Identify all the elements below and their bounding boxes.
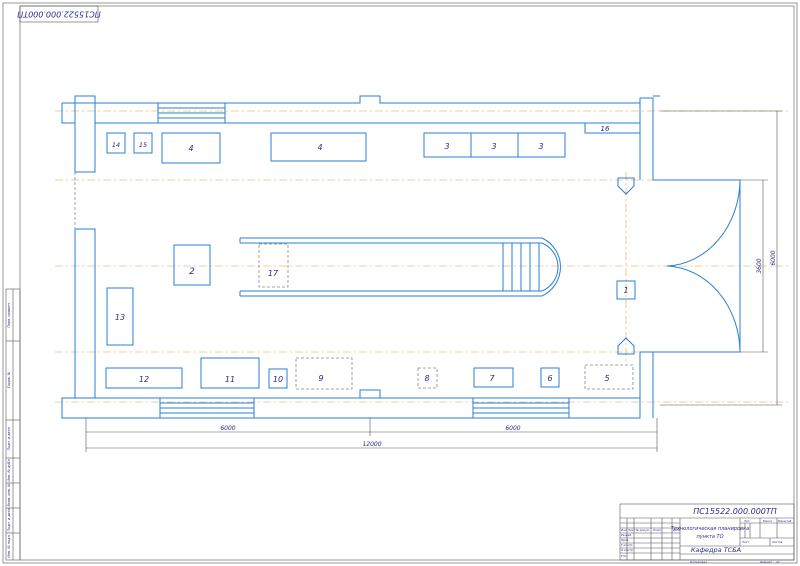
- side-stamp-s4: Инв. № дубл.: [7, 458, 11, 481]
- tb-r-tkontr: Т.контр.: [621, 543, 633, 547]
- equipment-3c-label: 3: [538, 142, 543, 151]
- equipment-10-label: 10: [273, 375, 283, 384]
- equipment-12-label: 12: [139, 375, 149, 384]
- equipment-12: [105, 367, 183, 389]
- sheet-inner-frame: [19, 5, 795, 561]
- tb-format-value: А1: [775, 560, 780, 564]
- tb-h-sign: Подп.: [653, 528, 662, 532]
- tb-h-masshtab: Масштаб: [778, 519, 792, 523]
- tb-h-doc: № докум.: [635, 528, 650, 532]
- equipment-3c: [517, 132, 566, 158]
- equipment-5: [584, 364, 634, 390]
- title-block: ПС15522.000.000ТП Изм Лист № докум. Подп…: [619, 503, 795, 564]
- equipment-9: [295, 357, 353, 390]
- tb-r-razrab: Разраб.: [621, 533, 632, 537]
- equipment-4a-label: 4: [188, 144, 193, 153]
- tb-footer-format: Формат: [760, 560, 772, 564]
- equipment-2-label: 2: [189, 267, 195, 277]
- drawing-title-line1: Технологическая планировка: [671, 526, 749, 532]
- equipment-1: [616, 280, 636, 300]
- dim-right: 6000: [505, 425, 520, 432]
- equipment-7-label: 7: [489, 374, 495, 383]
- drawing-title-line2: пункта ТО: [696, 534, 723, 540]
- tb-h-izm: Изм: [621, 528, 627, 532]
- side-stamp: Перв. примен. Справ. № Подп. и дата Инв.…: [5, 288, 21, 561]
- tb-h-sheets: Листов: [771, 540, 783, 544]
- equipment-6-label: 6: [547, 374, 552, 383]
- equipment-11: [200, 357, 260, 389]
- equipment-14: [106, 132, 126, 154]
- equipment-14-label: 14: [112, 141, 120, 149]
- dim-left: 6000: [220, 425, 235, 432]
- side-stamp-s1: Перв. примен.: [7, 302, 11, 327]
- tb-h-lit: Лит.: [743, 519, 751, 523]
- equipment-2: [173, 244, 211, 286]
- drawing-code: ПС15522.000.000ТП: [693, 507, 777, 516]
- equipment-6: [540, 367, 560, 388]
- equipment-3a-label: 3: [444, 142, 449, 151]
- equipment-17-label: 17: [268, 269, 279, 278]
- rotated-code: ПС15522.000.000ТП: [17, 10, 101, 19]
- side-stamp-s7: Инв. № подл.: [7, 534, 11, 557]
- equipment-8: [417, 367, 438, 389]
- dim-gate-inner: 3600: [756, 258, 763, 273]
- tb-h-massa: Масса: [763, 519, 772, 523]
- equipment-17: [258, 243, 289, 288]
- equipment-4a: [161, 132, 221, 164]
- inspection-pit: [239, 237, 561, 297]
- equipment-5-label: 5: [604, 374, 609, 383]
- side-stamp-s5: Взам. инв. №: [7, 483, 11, 506]
- equipment-13-label: 13: [115, 313, 125, 322]
- tb-r-prov: Пров.: [621, 538, 629, 542]
- equipment-10: [268, 368, 288, 389]
- side-stamp-s2: Справ. №: [7, 371, 11, 388]
- tb-h-sheet: Лист: [741, 540, 749, 544]
- floor-plan: 1 2 3 3 3 4 4 5 6 7 8 9 10 11 12 13 14: [55, 95, 790, 419]
- equipment-1-label: 1: [623, 286, 628, 295]
- tb-footer-copy: Копировал: [690, 560, 707, 564]
- dim-total: 12000: [362, 441, 381, 448]
- side-stamp-s3: Подп. и дата: [7, 427, 11, 450]
- rotated-code-box: [19, 5, 99, 23]
- tb-h-list: Лист: [627, 528, 635, 532]
- tb-r-nkontr: Н.контр.: [621, 548, 634, 552]
- equipment-9-label: 9: [318, 374, 323, 383]
- equipment-16: [584, 122, 641, 134]
- equipment-16-label: 16: [601, 125, 610, 133]
- equipment-11-label: 11: [225, 375, 235, 384]
- side-stamp-s6: Подп. и дата: [7, 508, 11, 531]
- tb-r-utv: Утв.: [621, 554, 627, 558]
- equipment-4b: [270, 132, 367, 162]
- equipment-15: [133, 132, 153, 154]
- equipment-15-label: 15: [139, 141, 147, 149]
- dimensions-vertical: 3600 6000: [660, 110, 782, 406]
- dimensions-horizontal: 6000 6000 12000: [85, 418, 658, 452]
- department: Кафедра ТСБА: [691, 546, 741, 554]
- tb-h-date: Дата: [672, 528, 681, 532]
- equipment-8-label: 8: [424, 374, 429, 383]
- dim-gate-outer: 6000: [770, 250, 777, 265]
- equipment-7: [473, 367, 514, 388]
- equipment-4b-label: 4: [317, 143, 322, 152]
- equipment-13: [106, 287, 134, 346]
- equipment-3b-label: 3: [491, 142, 496, 151]
